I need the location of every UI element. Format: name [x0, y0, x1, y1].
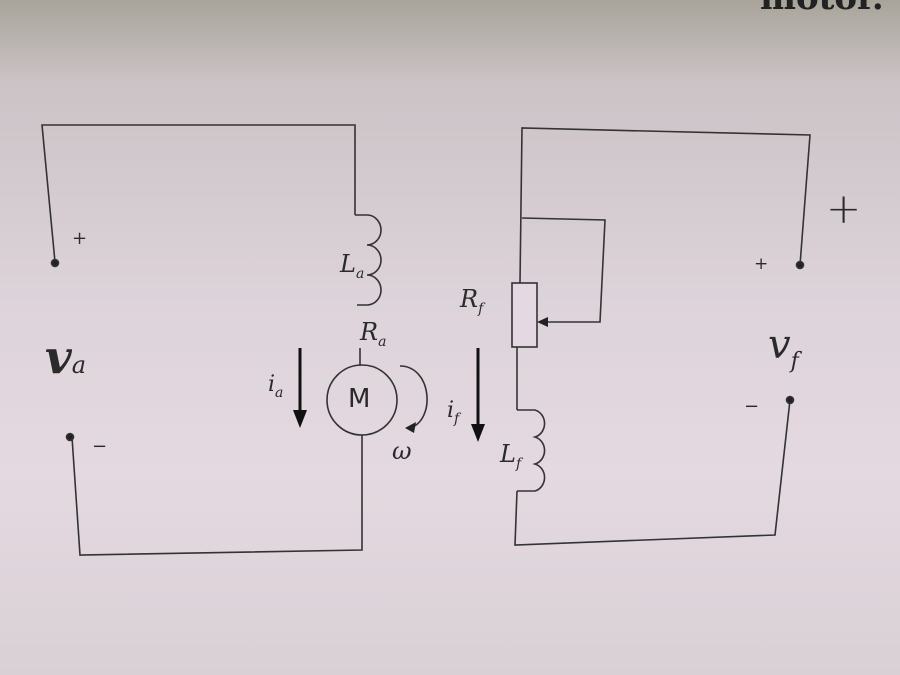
inductor-subscript: a — [355, 266, 365, 282]
inductor-symbol: L — [340, 250, 356, 278]
armature-wire-top — [41, 124, 356, 263]
field-current-label: if — [447, 398, 459, 427]
field-voltage-label: vf — [768, 322, 799, 374]
armature-inductor-label: La — [340, 250, 364, 282]
field-current-arrow — [471, 348, 485, 442]
armature-terminal-minus — [65, 432, 75, 442]
motor-label: M — [348, 384, 371, 414]
field-current-symbol: i — [447, 398, 455, 423]
armature-current-arrow — [293, 348, 307, 428]
rheostat-wiper-arrow — [537, 317, 548, 327]
field-minus-sign: − — [744, 396, 760, 417]
caption-fragment: motor. — [760, 0, 884, 18]
armature-voltage-symbol: v — [45, 330, 72, 384]
rotation-arrow-icon — [399, 365, 428, 433]
field-voltage-symbol: v — [768, 322, 791, 368]
field-wire-bottom — [514, 399, 791, 546]
armature-plus-sign: + — [72, 228, 88, 249]
field-resistor — [511, 282, 538, 348]
armature-voltage-label: va — [45, 330, 86, 384]
rheostat-bypass-wire — [521, 217, 606, 323]
field-terminal-plus — [795, 260, 805, 270]
resistor-symbol: R — [360, 318, 379, 346]
field-terminal-minus — [785, 395, 795, 405]
field-voltage-subscript: f — [790, 349, 799, 374]
armature-current-label: ia — [268, 372, 283, 401]
field-inductor-symbol: L — [500, 440, 516, 468]
speed-label: ω — [392, 437, 412, 465]
resistor-subscript: a — [378, 334, 387, 350]
field-inductor — [517, 409, 546, 492]
armature-minus-sign: − — [92, 436, 108, 457]
current-subscript: a — [275, 385, 284, 401]
armature-inductor — [355, 214, 382, 306]
armature-resistor-label: Ra — [360, 318, 386, 350]
current-symbol: i — [268, 372, 276, 397]
armature-terminal-plus — [50, 258, 60, 268]
field-source-plus-sign: + — [826, 184, 862, 233]
field-current-subscript: f — [454, 411, 460, 427]
field-inductor-label: Lf — [500, 440, 521, 472]
field-plus-sign: + — [754, 254, 769, 274]
field-wire-top — [519, 127, 811, 284]
field-resistor-subscript: f — [478, 301, 484, 317]
armature-wire-bottom — [71, 435, 363, 556]
armature-voltage-subscript: a — [71, 351, 87, 379]
field-resistor-label: Rf — [460, 285, 483, 317]
field-resistor-symbol: R — [460, 285, 479, 313]
field-inductor-subscript: f — [515, 456, 522, 472]
